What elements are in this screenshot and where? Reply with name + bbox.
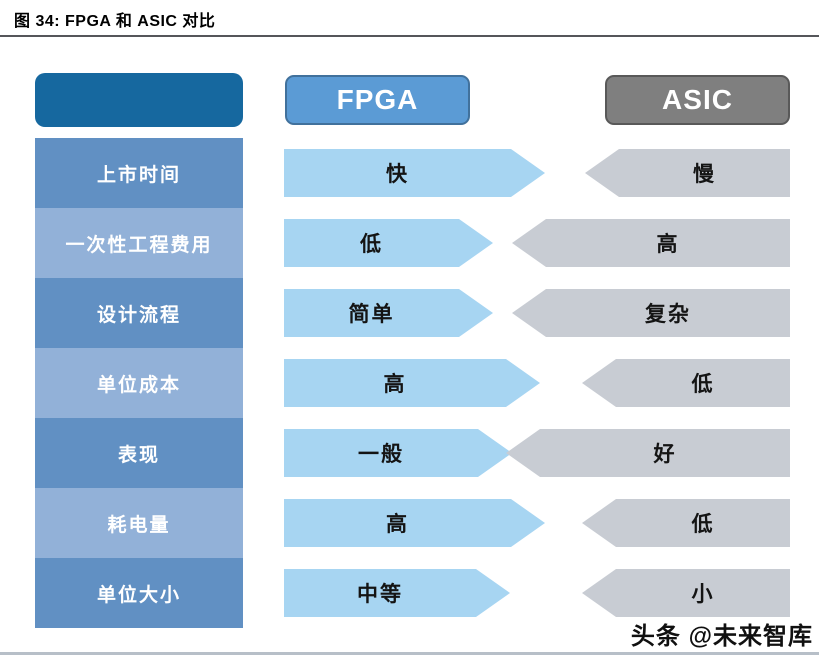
fpga-value: 高 — [383, 372, 407, 396]
asic-value: 好 — [653, 442, 677, 466]
comparison-row: 单位成本 高 低 — [0, 348, 819, 418]
asic-arrow: 好 — [506, 429, 790, 477]
figure-title: 图 34: FPGA 和 ASIC 对比 — [14, 13, 216, 30]
row-label: 上市时间 — [35, 138, 243, 208]
row-label: 表现 — [35, 418, 243, 488]
asic-value: 复杂 — [645, 302, 691, 326]
fpga-value: 简单 — [348, 302, 395, 326]
comparison-row: 设计流程 简单 复杂 — [0, 278, 819, 348]
fpga-arrow: 简单 — [284, 289, 493, 337]
header-fpga: FPGA — [285, 75, 470, 125]
comparison-row: 单位大小 中等 小 — [0, 558, 819, 628]
comparison-row: 耗电量 高 低 — [0, 488, 819, 558]
bottom-divider — [0, 652, 819, 655]
fpga-value: 快 — [386, 162, 409, 186]
fpga-arrow: 一般 — [284, 429, 512, 477]
comparison-row: 表现 一般 好 — [0, 418, 819, 488]
asic-value: 小 — [691, 582, 715, 606]
row-label: 单位成本 — [35, 348, 243, 418]
asic-arrow: 慢 — [585, 149, 790, 197]
asic-arrow: 小 — [582, 569, 790, 617]
fpga-arrow: 高 — [284, 499, 545, 547]
fpga-arrow: 高 — [284, 359, 540, 407]
row-label: 一次性工程费用 — [35, 208, 243, 278]
fpga-value: 一般 — [358, 442, 404, 466]
asic-arrow: 高 — [512, 219, 790, 267]
fpga-arrow: 中等 — [284, 569, 510, 617]
comparison-row: 一次性工程费用 低 高 — [0, 208, 819, 278]
row-label: 单位大小 — [35, 558, 243, 628]
asic-arrow: 复杂 — [512, 289, 790, 337]
fpga-value: 中等 — [357, 582, 403, 606]
asic-value: 高 — [656, 232, 680, 256]
asic-value: 低 — [691, 372, 715, 396]
fpga-arrow: 快 — [284, 149, 545, 197]
comparison-row: 上市时间 快 慢 — [0, 138, 819, 208]
header-asic: ASIC — [605, 75, 790, 125]
asic-arrow: 低 — [582, 359, 790, 407]
asic-arrow: 低 — [582, 499, 790, 547]
title-divider — [0, 35, 819, 37]
fpga-value: 低 — [360, 232, 383, 256]
row-label: 设计流程 — [35, 278, 243, 348]
asic-value: 慢 — [693, 162, 716, 186]
row-label: 耗电量 — [35, 488, 243, 558]
fpga-value: 高 — [386, 512, 409, 536]
header-blank-box — [35, 73, 243, 127]
fpga-arrow: 低 — [284, 219, 493, 267]
asic-value: 低 — [691, 512, 715, 536]
watermark: 头条 @未来智库 — [630, 623, 813, 650]
